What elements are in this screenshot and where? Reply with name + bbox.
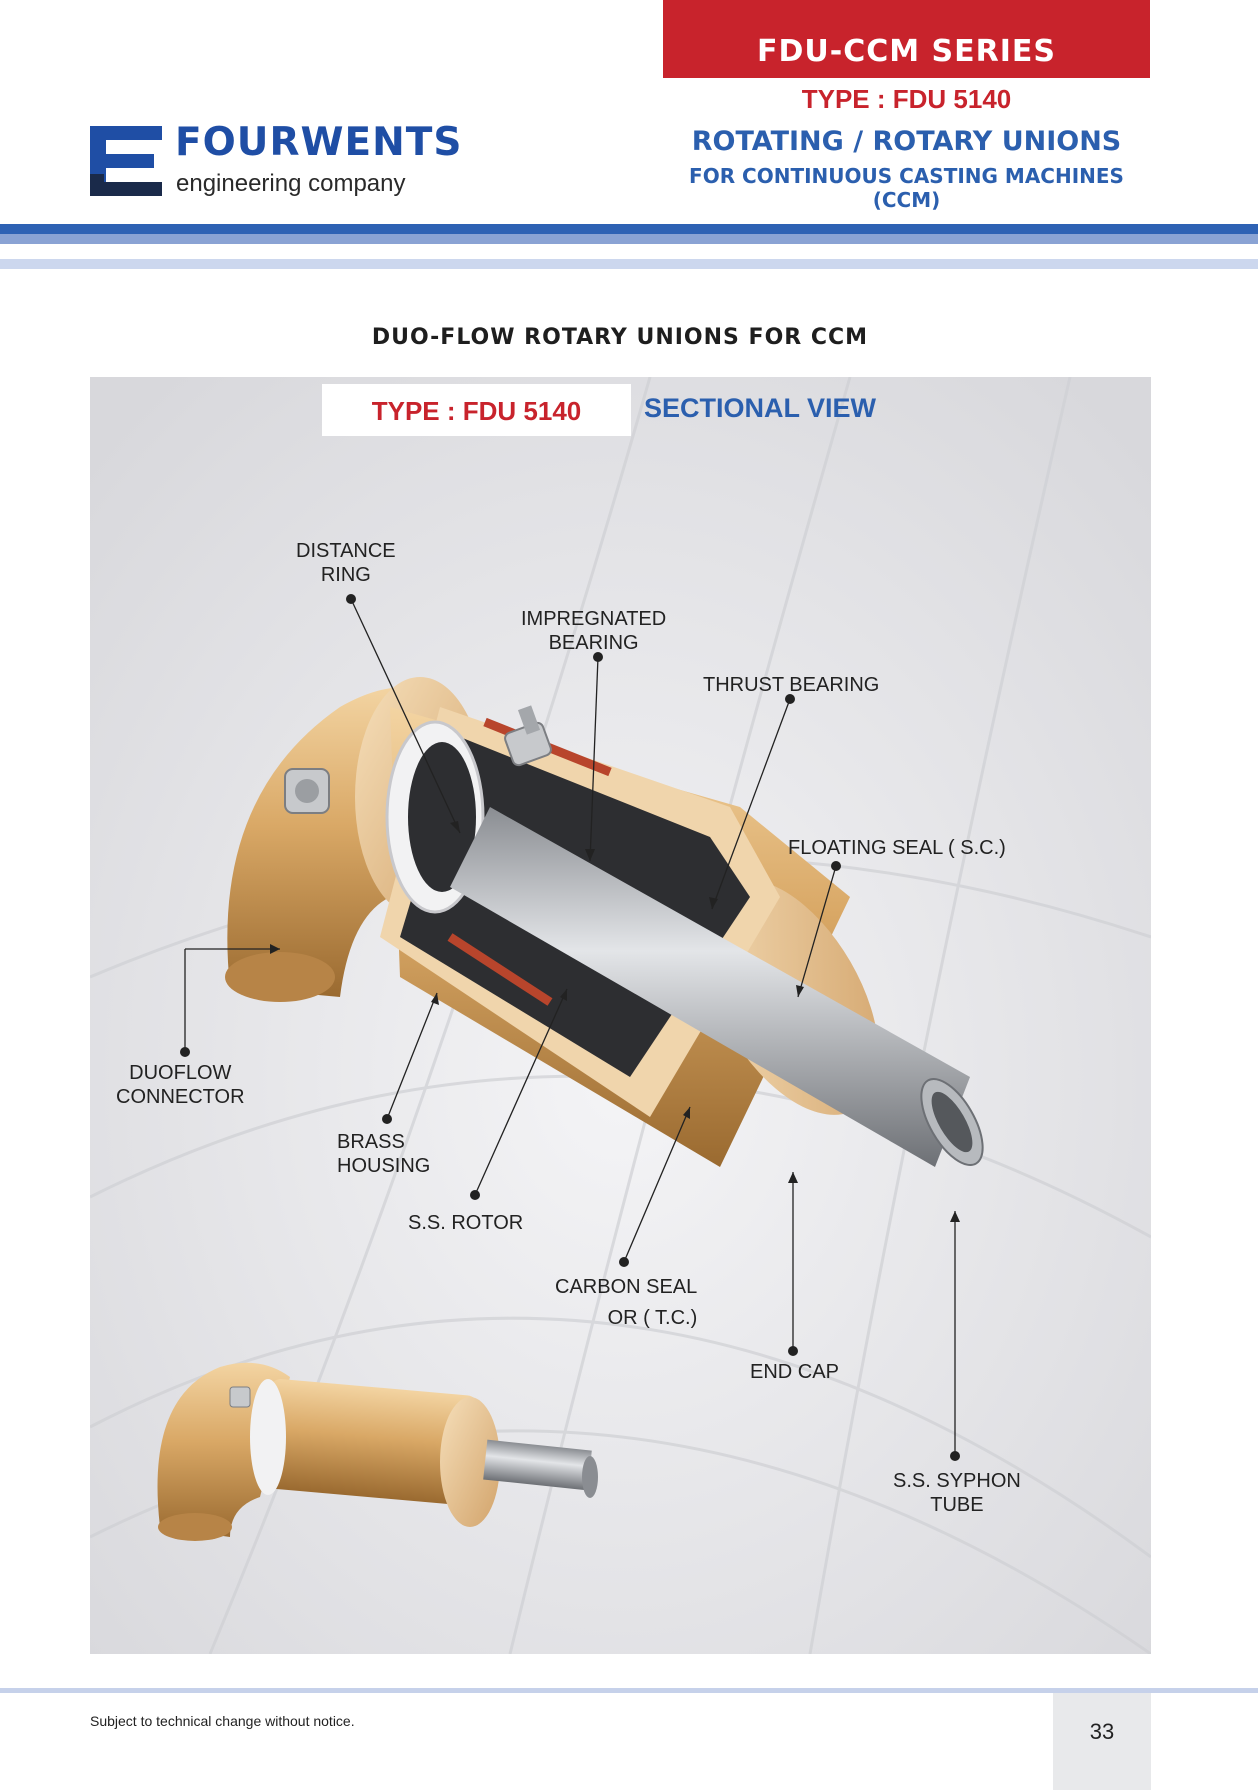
product-subtitle: FOR CONTINUOUS CASTING MACHINES (CCM) bbox=[689, 164, 1124, 212]
section-heading: DUO-FLOW ROTARY UNIONS FOR CCM bbox=[371, 325, 869, 350]
fourwents-logo-icon bbox=[90, 126, 162, 196]
rotary-union-illustration bbox=[90, 377, 1151, 1654]
figure-type-label: TYPE : FDU 5140 bbox=[371, 396, 582, 426]
footer-divider bbox=[0, 1688, 1258, 1693]
callout-carbon-seal: CARBON SEAL OR ( T.C.) bbox=[555, 1276, 698, 1329]
company-tagline: engineering company bbox=[176, 170, 406, 197]
type-heading: TYPE : FDU 5140 bbox=[801, 84, 1012, 114]
callout-floating-seal: FLOATING SEAL ( S.C.) bbox=[788, 837, 1006, 859]
header-band-light bbox=[0, 259, 1258, 269]
callout-brass-housing: BRASS HOUSING bbox=[337, 1131, 431, 1177]
series-title: FDU-CCM SERIES bbox=[757, 34, 1056, 69]
callout-ss-syphon-tube: S.S. SYPHON TUBE bbox=[893, 1470, 1021, 1516]
callout-ss-rotor: S.S. ROTOR bbox=[408, 1212, 524, 1234]
page-number-box bbox=[1053, 1693, 1151, 1790]
header-band-mid bbox=[0, 234, 1258, 244]
callout-thrust-bearing: THRUST BEARING bbox=[703, 674, 880, 696]
callout-end-cap: END CAP bbox=[750, 1361, 839, 1383]
sectional-view-figure bbox=[90, 377, 1151, 1654]
series-banner bbox=[663, 0, 1150, 78]
sectional-view-label: SECTIONAL VIEW bbox=[644, 393, 877, 423]
footer-disclaimer: Subject to technical change without noti… bbox=[90, 1713, 355, 1729]
company-name: FOURWENTS bbox=[175, 120, 463, 165]
callout-distance-ring: DISTANCE RING bbox=[296, 540, 396, 586]
header-band-dark bbox=[0, 224, 1258, 234]
assembled-unit bbox=[157, 1362, 598, 1541]
page-number: 33 bbox=[1089, 1719, 1115, 1744]
callout-impregnated-bearing: IMPREGNATED BEARING bbox=[521, 608, 667, 654]
callout-duoflow-connector: DUOFLOW CONNECTOR bbox=[116, 1062, 245, 1108]
type-label-box bbox=[322, 384, 631, 436]
product-title: ROTATING / ROTARY UNIONS bbox=[691, 126, 1122, 157]
